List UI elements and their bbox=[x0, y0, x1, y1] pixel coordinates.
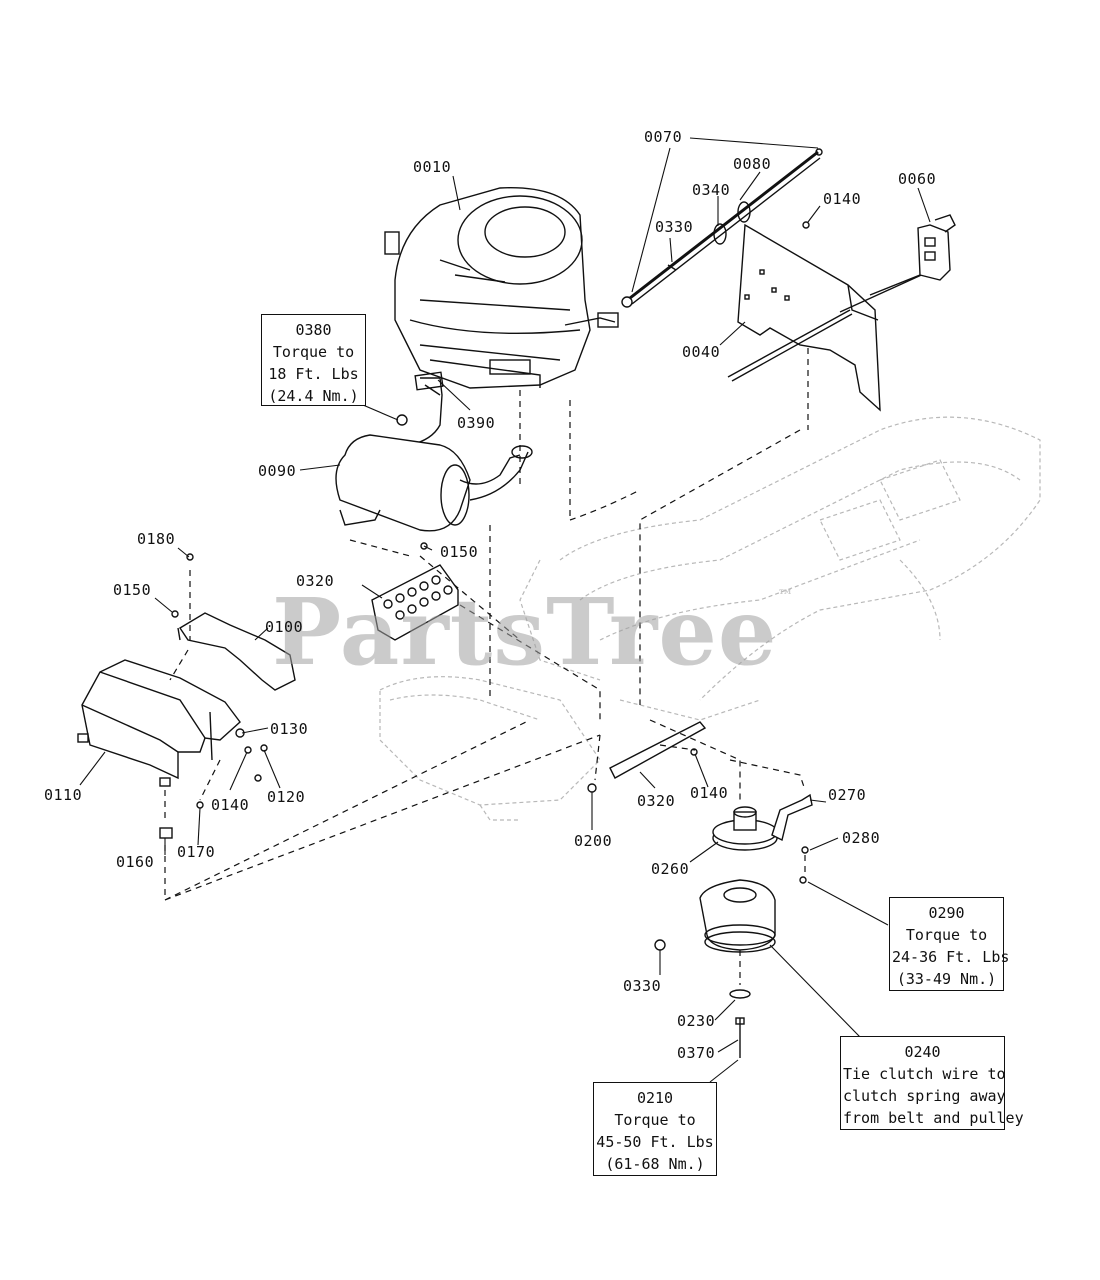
label-0110: 0110 bbox=[44, 786, 83, 804]
rod-0080 bbox=[621, 148, 823, 308]
label-0390: 0390 bbox=[457, 414, 496, 432]
clutch-0240 bbox=[654, 879, 776, 1058]
label-0140-top: 0140 bbox=[823, 190, 862, 208]
label-0330-top: 0330 bbox=[655, 218, 694, 236]
engine-0010 bbox=[384, 187, 619, 396]
cover-0110 bbox=[77, 659, 268, 839]
label-0040: 0040 bbox=[682, 343, 721, 361]
label-0320-upper: 0320 bbox=[296, 572, 335, 590]
label-0260: 0260 bbox=[651, 860, 690, 878]
label-0120: 0120 bbox=[267, 788, 306, 806]
arm-0270 bbox=[771, 793, 813, 884]
pulley-0260 bbox=[712, 806, 778, 851]
label-0180: 0180 bbox=[137, 530, 176, 548]
label-0330-bottom: 0330 bbox=[623, 977, 662, 995]
leader-lines bbox=[79, 137, 931, 1083]
label-0010: 0010 bbox=[413, 158, 452, 176]
label-0130: 0130 bbox=[270, 720, 309, 738]
label-0150-center: 0150 bbox=[440, 543, 479, 561]
label-0100: 0100 bbox=[265, 618, 304, 636]
label-0200: 0200 bbox=[574, 832, 613, 850]
partstree-watermark: PartsTree™ bbox=[272, 578, 795, 686]
bracket-0100 bbox=[171, 553, 296, 691]
label-0170: 0170 bbox=[177, 843, 216, 861]
panel-0040 bbox=[727, 221, 929, 412]
label-0080: 0080 bbox=[733, 155, 772, 173]
label-0370: 0370 bbox=[677, 1044, 716, 1062]
heat-shield-0320 bbox=[371, 542, 459, 641]
label-0160: 0160 bbox=[116, 853, 155, 871]
frame-ghost bbox=[379, 416, 1041, 821]
label-0230: 0230 bbox=[677, 1012, 716, 1030]
label-0060: 0060 bbox=[898, 170, 937, 188]
label-0140-left: 0140 bbox=[211, 796, 250, 814]
label-0270: 0270 bbox=[828, 786, 867, 804]
label-0140-right: 0140 bbox=[690, 784, 729, 802]
label-0320-lower: 0320 bbox=[637, 792, 676, 810]
label-0070: 0070 bbox=[644, 128, 683, 146]
label-0340: 0340 bbox=[692, 181, 731, 199]
label-0090: 0090 bbox=[258, 462, 297, 480]
lever-0060 bbox=[869, 214, 956, 296]
assembly-lines bbox=[164, 348, 809, 985]
label-0150-left: 0150 bbox=[113, 581, 152, 599]
muffler-0090 bbox=[335, 371, 533, 532]
bar-0320-lower bbox=[587, 721, 707, 793]
label-0280: 0280 bbox=[842, 829, 881, 847]
